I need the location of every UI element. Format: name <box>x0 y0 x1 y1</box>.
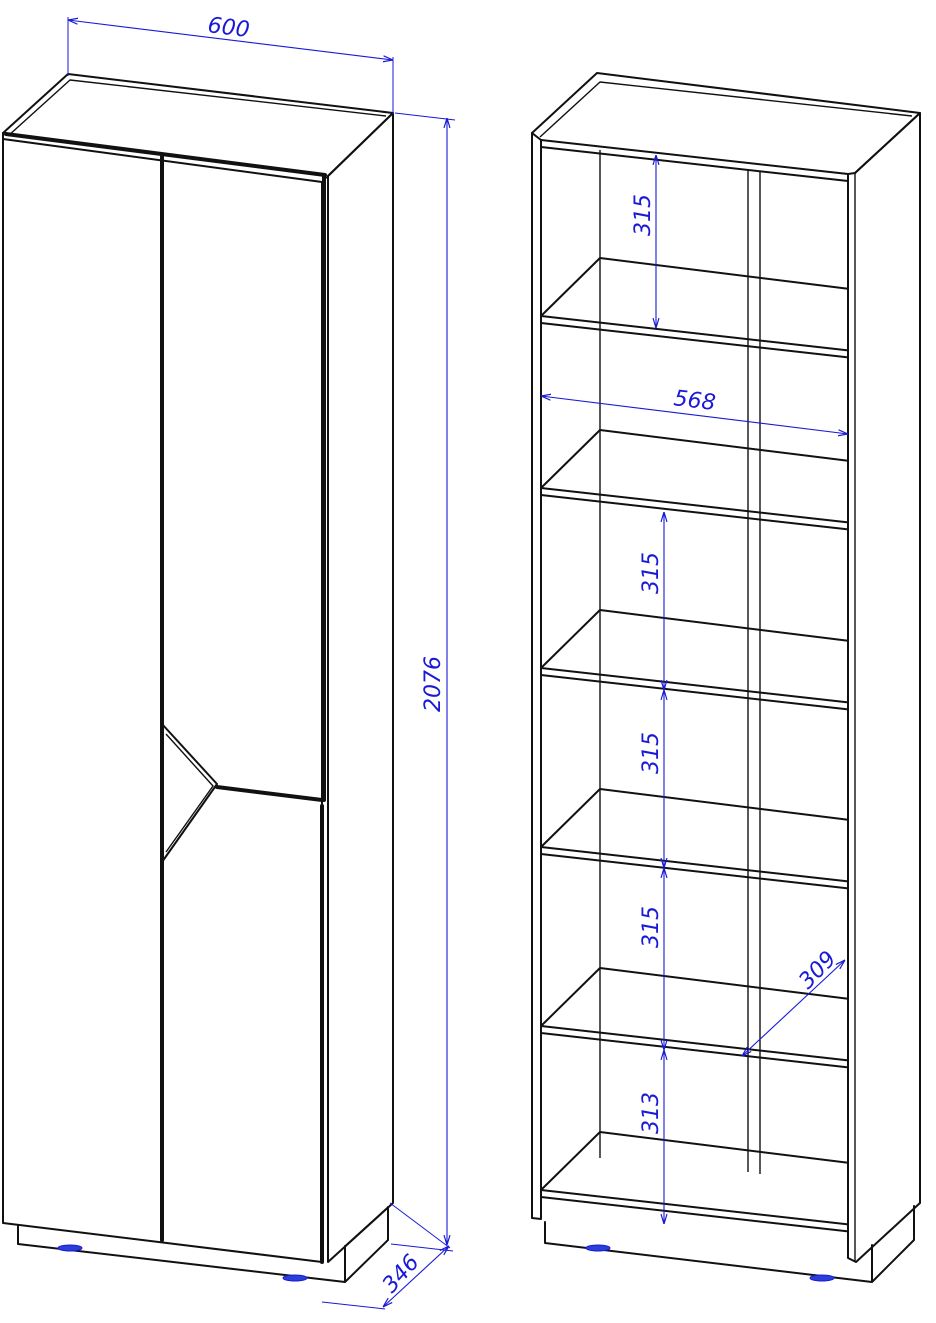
cabinet-foot-left <box>57 1244 83 1252</box>
shelving-top-front <box>540 139 849 182</box>
shelves <box>540 257 849 1233</box>
dimension-width: 600 <box>68 13 393 114</box>
dimension-inner-width: 568 <box>541 386 848 434</box>
cabinet-side-panel <box>327 112 394 1263</box>
door-split-line <box>215 785 324 802</box>
dimension-height-label: 2076 <box>421 656 446 712</box>
shelf-board <box>540 429 849 531</box>
plinth-top <box>344 1206 389 1247</box>
door-handle-inner <box>165 733 214 853</box>
dimension-bottom-shelf-label: 313 <box>639 1092 664 1134</box>
shelf-board <box>540 609 849 711</box>
open-shelving <box>531 72 921 1283</box>
dimension-width-label: 600 <box>206 13 251 43</box>
dimension-shelf-5: 315 <box>639 868 664 1050</box>
dimension-height: 2076 <box>389 112 456 1249</box>
closed-cabinet <box>2 73 394 1283</box>
right-door-edge <box>320 174 326 1264</box>
dimension-shelf-5-label: 315 <box>639 906 664 948</box>
shelving-foot-left <box>585 1244 611 1252</box>
shelving-top-panel <box>531 72 921 174</box>
cabinet-foot-right <box>282 1274 308 1282</box>
cabinet-top-panel <box>2 73 394 177</box>
center-divider <box>747 170 761 1174</box>
dimension-shelf-3: 315 <box>639 512 664 690</box>
dimension-shelf-4: 315 <box>639 690 664 868</box>
dimension-depth-label: 346 <box>378 1250 425 1298</box>
shelf-board <box>540 1131 849 1233</box>
dimension-inner-width-label: 568 <box>672 386 717 416</box>
dimension-shelf-3-label: 315 <box>639 552 664 594</box>
dimension-bottom-shelf: 313 <box>639 1050 664 1224</box>
dimension-shelf-1: 315 <box>631 155 656 328</box>
shelving-plinth <box>544 1205 915 1283</box>
door-handle-cutout <box>161 723 218 863</box>
dimension-shelf-depth-label: 309 <box>794 947 841 995</box>
shelf-board <box>540 257 849 359</box>
cabinet-top-front-line <box>4 132 327 177</box>
dimension-shelf-depth: 309 <box>742 947 845 1056</box>
shelving-left-side <box>531 132 542 1220</box>
cabinet-top-inner-edge <box>7 79 387 137</box>
shelving-foot-right <box>809 1274 835 1282</box>
shelf-board <box>540 788 849 890</box>
shelving-top-inner <box>539 81 913 138</box>
dimension-depth: 346 <box>321 1243 454 1310</box>
dimension-shelf-4-label: 315 <box>639 732 664 774</box>
dimension-shelf-1-label: 315 <box>631 194 656 236</box>
cabinet-plinth <box>17 1206 389 1283</box>
shelving-right-side <box>847 112 921 1263</box>
